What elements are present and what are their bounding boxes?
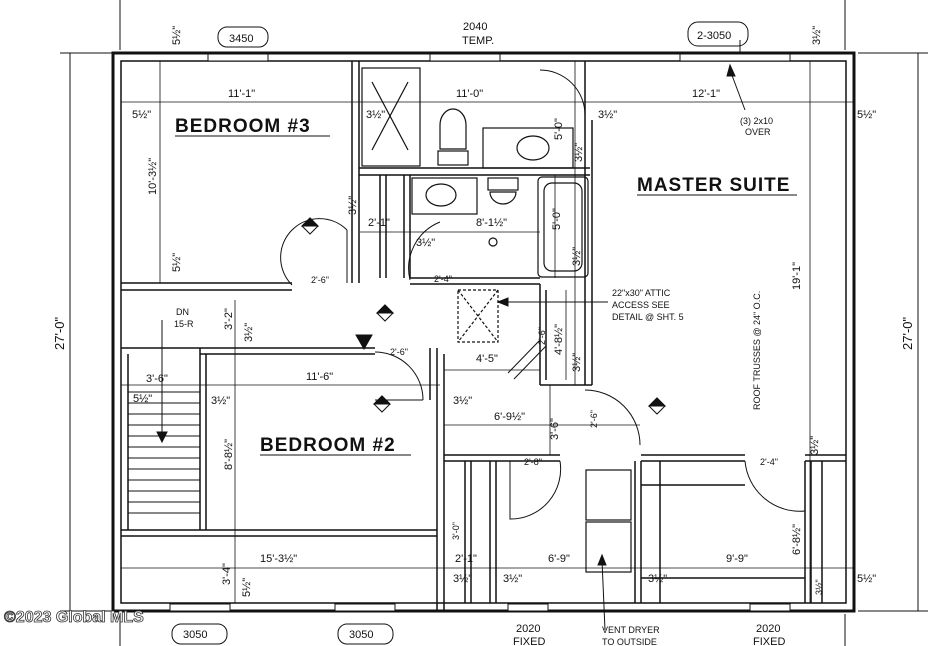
window-tag-top-right: 2-3050: [697, 30, 731, 42]
dim-bath-depth: 5'-0": [553, 118, 565, 140]
dim-wall-g: 3½": [573, 143, 585, 162]
dimension-lines: [121, 61, 855, 603]
window-tag-bottom-left: 3050: [183, 629, 207, 641]
dim-wall-i: 3½": [809, 436, 821, 455]
dim-wall-s: 3½": [648, 573, 667, 585]
dim-b2-closet-d: 3'-4": [221, 563, 233, 585]
window-tag-bottom-r-type: FIXED: [753, 636, 785, 646]
dim-wic-d: 6'-8½": [791, 524, 803, 555]
room-label-master-suite: MASTER SUITE: [637, 175, 790, 196]
dim-linen-w: 6'-9½": [494, 411, 525, 423]
stair-risers-label: 15-R: [174, 319, 194, 329]
note-header-line2: OVER: [745, 127, 771, 137]
window-tag-bottom-c-type: FIXED: [513, 636, 545, 646]
dim-wall-e: 3½": [416, 237, 435, 249]
dim-wall-j: 3½": [243, 323, 255, 342]
dim-tub-depth: 5'-0": [551, 208, 563, 230]
section-markers: [300, 217, 667, 415]
dim-hall-w: 4'-5": [476, 353, 498, 365]
note-attic-line3: DETAIL @ SHT. 5: [612, 312, 684, 322]
dim-wall-r: 3½": [503, 573, 522, 585]
dim-wall-o: 3½": [811, 26, 823, 45]
dim-wic-w: 9'-9": [726, 553, 748, 565]
dim-attic-w: 4'-8½": [553, 324, 565, 355]
dim-overall-left: 27'-0": [52, 316, 67, 350]
note-attic-line1: 22"x30" ATTIC: [612, 288, 671, 298]
window-tag-bottom-c-size: 2020: [516, 623, 540, 635]
window-tag-top-left: 3450: [229, 33, 253, 45]
dim-wall-f: 5½": [171, 253, 183, 272]
dim-wall-u: 5½": [171, 26, 183, 45]
windows: [169, 53, 791, 612]
bath-fixtures: [361, 67, 632, 573]
window-tags: [171, 21, 749, 645]
room-label-bedroom3: BEDROOM #3: [175, 116, 311, 137]
dim-wall-m: 3½": [211, 395, 230, 407]
dim-wall-a: 5½": [132, 109, 151, 121]
dim-hall-bath-w: 8'-1½": [476, 217, 507, 229]
dim-door-wic1: 2'-8": [524, 457, 542, 467]
dim-wall-q: 3½": [453, 573, 472, 585]
watermark: ©2023 Global MLS: [4, 609, 144, 626]
dim-door-bath: 2'-4": [434, 274, 452, 284]
dim-wall-t: 5½": [857, 573, 876, 585]
window-tag-top-mid-size: 2040: [463, 21, 487, 33]
dim-wall-l: 5½": [133, 393, 152, 405]
dim-b2-closet-len: 15'-3½": [260, 553, 297, 565]
dim-closet-b2-w: 2'-1": [455, 553, 477, 565]
dim-overall-right: 27'-0": [900, 316, 915, 350]
dim-closet-b2-d: 3'-0": [451, 522, 461, 540]
dim-bath-width: 11'-0": [456, 88, 483, 100]
note-roof-trusses: ROOF TRUSSES @ 24" O.C.: [752, 291, 762, 410]
dim-door-wic2: 2'-4": [760, 457, 778, 467]
dim-b2-width: 11'-6": [306, 371, 333, 383]
dim-b3-depth: 10'-3½": [147, 158, 159, 195]
stair-treads: [128, 320, 200, 514]
dim-linen-d: 3'-6": [549, 418, 561, 440]
dim-closet-d: 2'-6": [537, 327, 547, 345]
window-tag-top-mid-type: TEMP.: [462, 35, 494, 47]
note-attic-line2: ACCESS SEE: [612, 300, 670, 310]
dim-wall-b: 5½": [857, 109, 876, 121]
leader-arrows: [496, 63, 746, 631]
dim-wall-w: 3½": [814, 579, 824, 595]
dim-b3-width: 11'-1": [228, 88, 255, 100]
dim-door-b3: 2'-6": [311, 275, 329, 285]
dim-closet-w: 2'-1": [368, 217, 390, 229]
dim-stair-w: 3'-6": [146, 373, 168, 385]
note-dryer-line1: VENT DRYER: [602, 625, 660, 635]
dim-door-linen: 2'-6": [589, 410, 599, 428]
door-swings: [280, 69, 806, 520]
room-label-bedroom2: BEDROOM #2: [260, 435, 396, 456]
dim-master-depth: 19'-1": [791, 262, 803, 290]
dim-hall-len: 3'-2": [223, 308, 235, 330]
dim-b2-depth: 8'-8½": [223, 439, 235, 470]
dim-door-b2: 2'-6": [390, 347, 408, 357]
note-dryer-line2: TO OUTSIDE: [602, 637, 657, 646]
dim-wall-k: 3½": [571, 353, 583, 372]
dim-wall-n: 3½": [453, 395, 472, 407]
dim-wall-p: 5½": [241, 578, 253, 597]
dim-wall-c: 3½": [366, 109, 385, 121]
stair-dn-label: DN: [176, 307, 189, 317]
dim-wall-d: 3½": [598, 109, 617, 121]
window-tag-bottom-r-size: 2020: [756, 623, 780, 635]
dim-wall-h: 3½": [571, 247, 583, 266]
dim-master-width: 12'-1": [692, 88, 720, 100]
dim-laundry-w: 6'-9": [548, 553, 570, 565]
dim-wall-v: 3½": [347, 196, 359, 215]
overall-dimension-lines: [60, 0, 928, 646]
note-header-line1: (3) 2x10: [740, 116, 773, 126]
window-tag-bottom-mid: 3050: [349, 629, 373, 641]
